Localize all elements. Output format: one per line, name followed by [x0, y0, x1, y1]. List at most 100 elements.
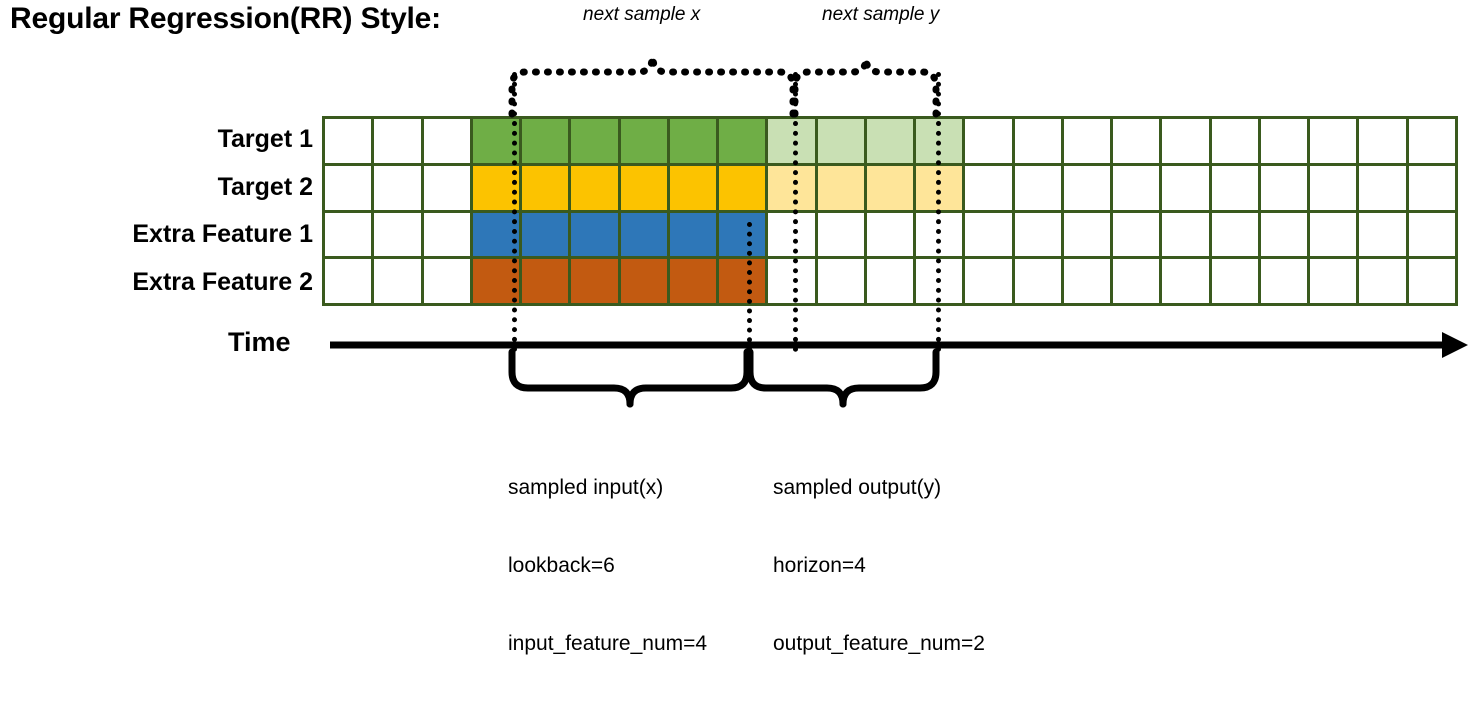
note-output-line3: output_feature_num=2 — [773, 632, 985, 655]
grid-cell-extra-feature-1-8 — [669, 212, 717, 257]
grid-cell-extra-feature-2-3 — [423, 259, 470, 303]
time-arrow-icon — [330, 332, 1468, 358]
grid-cell-extra-feature-2-5 — [522, 259, 569, 303]
grid-cell-target-2-23 — [1408, 165, 1455, 210]
grid-cell-extra-feature-1-23 — [1408, 212, 1455, 257]
grid-cell-target-1-7 — [620, 119, 667, 163]
grid-cell-target-1-2 — [374, 119, 421, 163]
grid-cell-target-1-14 — [965, 119, 1012, 163]
grid-cell-extra-feature-2-6 — [571, 259, 618, 303]
grid-cell-extra-feature-2-12 — [866, 259, 914, 303]
guide-line-feature-end — [747, 222, 752, 352]
grid-cell-target-1-4 — [472, 119, 520, 163]
grid-cell-target-2-15 — [1014, 165, 1061, 210]
grid-cell-target-2-12 — [866, 165, 914, 210]
grid-cell-extra-feature-2-10 — [768, 259, 815, 303]
grid-cell-extra-feature-1-10 — [768, 212, 815, 257]
grid-cell-target-2-4 — [472, 165, 520, 210]
grid-cell-target-1-22 — [1359, 119, 1406, 163]
grid-cell-target-2-3 — [423, 165, 470, 210]
grid-cell-extra-feature-1-15 — [1014, 212, 1061, 257]
grid-cell-extra-feature-2-4 — [472, 259, 520, 303]
row-label-target-1: Target 1 — [217, 125, 313, 153]
note-input-line1: sampled input(x) — [508, 476, 664, 499]
grid-cell-extra-feature-1-5 — [522, 212, 569, 257]
grid-cell-extra-feature-1-4 — [472, 212, 520, 257]
note-sampled-input: sampled input(x) lookback=6 input_featur… — [508, 423, 707, 709]
guide-line-output-end — [936, 72, 941, 352]
brace-next-sample-x — [508, 54, 797, 118]
grid-cell-target-1-12 — [866, 119, 914, 163]
grid-cell-extra-feature-1-1 — [325, 212, 372, 257]
grid-cell-target-1-3 — [423, 119, 470, 163]
grid-cell-target-2-1 — [325, 165, 372, 210]
grid-cell-target-1-5 — [522, 119, 569, 163]
grid-cell-extra-feature-1-22 — [1359, 212, 1406, 257]
grid-cell-extra-feature-2-21 — [1310, 259, 1357, 303]
grid-cell-target-2-19 — [1211, 165, 1258, 210]
caption-next-sample-y: next sample y — [822, 4, 940, 25]
grid-cell-target-2-11 — [817, 165, 864, 210]
note-input-line3: input_feature_num=4 — [508, 632, 708, 655]
grid-cell-extra-feature-1-12 — [866, 212, 914, 257]
grid-cell-extra-feature-1-7 — [620, 212, 667, 257]
grid-cell-target-1-10 — [768, 119, 815, 163]
grid-cell-extra-feature-2-7 — [620, 259, 667, 303]
grid-cell-extra-feature-2-17 — [1113, 259, 1160, 303]
caption-next-sample-x: next sample x — [583, 4, 701, 25]
grid-cell-target-1-1 — [325, 119, 372, 163]
grid-cell-extra-feature-1-6 — [571, 212, 618, 257]
brace-sampled-input — [508, 348, 751, 408]
grid-cell-target-1-18 — [1162, 119, 1209, 163]
grid-cell-extra-feature-2-11 — [817, 259, 864, 303]
grid-cell-target-1-21 — [1310, 119, 1357, 163]
time-axis-label: Time — [228, 327, 291, 357]
grid-cell-extra-feature-1-18 — [1162, 212, 1209, 257]
note-input-line2: lookback=6 — [508, 554, 615, 577]
grid-cell-extra-feature-1-17 — [1113, 212, 1160, 257]
grid-cell-target-2-20 — [1260, 165, 1308, 210]
grid-cell-extra-feature-1-2 — [374, 212, 421, 257]
grid-cell-extra-feature-2-18 — [1162, 259, 1209, 303]
grid-cell-extra-feature-2-19 — [1211, 259, 1258, 303]
grid-cell-target-2-14 — [965, 165, 1012, 210]
grid-cell-target-2-22 — [1359, 165, 1406, 210]
grid-cell-target-1-19 — [1211, 119, 1258, 163]
grid-cell-target-1-9 — [719, 119, 766, 163]
page-title: Regular Regression(RR) Style: — [10, 2, 441, 35]
note-output-line1: sampled output(y) — [773, 476, 942, 499]
grid-cell-target-1-16 — [1063, 119, 1111, 163]
grid-cell-target-2-9 — [719, 165, 766, 210]
diagram-canvas: Regular Regression(RR) Style: next sampl… — [10, 2, 1468, 655]
grid-cell-target-2-7 — [620, 165, 667, 210]
grid-cell-target-2-17 — [1113, 165, 1160, 210]
grid-cell-target-1-6 — [571, 119, 618, 163]
grid-cell-extra-feature-2-14 — [965, 259, 1012, 303]
grid-cell-extra-feature-2-23 — [1408, 259, 1455, 303]
grid-cell-target-1-17 — [1113, 119, 1160, 163]
grid-cell-target-1-15 — [1014, 119, 1061, 163]
row-label-extra-feature-1: Extra Feature 1 — [132, 220, 313, 248]
grid-cell-target-2-18 — [1162, 165, 1209, 210]
grid-cell-extra-feature-2-22 — [1359, 259, 1406, 303]
brace-sampled-output — [746, 348, 940, 408]
grid-cell-target-1-11 — [817, 119, 864, 163]
note-sampled-output: sampled output(y) horizon=4 output_featu… — [773, 423, 985, 709]
grid-cell-extra-feature-1-19 — [1211, 212, 1258, 257]
row-label-extra-feature-2: Extra Feature 2 — [132, 267, 313, 296]
guide-line-input-start — [512, 72, 517, 352]
grid-cell-extra-feature-1-14 — [965, 212, 1012, 257]
grid-cell-extra-feature-1-9 — [719, 212, 766, 257]
grid-cell-extra-feature-2-16 — [1063, 259, 1111, 303]
grid-cell-target-1-23 — [1408, 119, 1455, 163]
grid-cell-extra-feature-1-11 — [817, 212, 864, 257]
grid-cell-extra-feature-2-8 — [669, 259, 717, 303]
grid-cell-target-2-10 — [768, 165, 815, 210]
grid-cell-target-2-16 — [1063, 165, 1111, 210]
grid-cell-target-1-8 — [669, 119, 717, 163]
grid-cell-target-1-20 — [1260, 119, 1308, 163]
grid-cell-target-2-8 — [669, 165, 717, 210]
timeline-grid — [322, 116, 1458, 306]
grid-cell-target-2-21 — [1310, 165, 1357, 210]
grid-cell-extra-feature-2-2 — [374, 259, 421, 303]
